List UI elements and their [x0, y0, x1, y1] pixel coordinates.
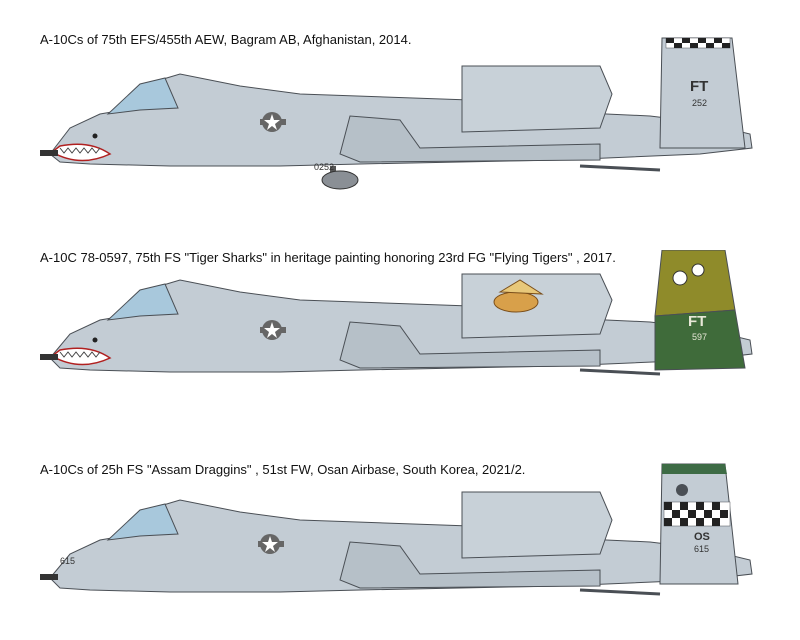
shark-mouth-art: [50, 337, 112, 366]
stores-rail: [579, 588, 661, 596]
stores-rail: [579, 368, 661, 376]
caption-aircraft-3: A-10Cs of 25h FS "Assam Draggins" , 51st…: [40, 462, 526, 477]
landing-gear: [321, 166, 359, 190]
flying-tiger-art: [493, 279, 544, 313]
national-insignia: [260, 320, 286, 340]
engine-nacelle: [461, 65, 613, 133]
tail-serial-text: 615: [694, 544, 709, 554]
caption-aircraft-1: A-10Cs of 75th EFS/455th AEW, Bagram AB,…: [40, 32, 412, 47]
gear-door-serial-text: 0252: [314, 162, 334, 172]
gatling-gun: [40, 574, 58, 580]
tail-code-text: OS: [694, 531, 710, 543]
engine-nacelle: [461, 273, 613, 339]
tail-code-text: FT: [690, 78, 708, 95]
nose-serial-text: 615: [60, 556, 75, 566]
caption-aircraft-2: A-10C 78-0597, 75th FS "Tiger Sharks" in…: [40, 250, 616, 265]
wing-pylon: [339, 541, 601, 589]
tail-fin-green: [654, 309, 746, 371]
shark-mouth-art: [50, 133, 112, 162]
canopy: [106, 503, 179, 541]
wing-pylon: [339, 115, 601, 163]
squadron-badge-icon: [691, 263, 705, 277]
engine-nacelle: [461, 491, 613, 559]
tail-green-cap: [662, 464, 727, 474]
national-insignia: [258, 534, 284, 554]
tail-checker-band: [665, 37, 731, 49]
stores-rail: [579, 164, 661, 172]
aircraft-1-drawing: FT 252 0252: [40, 37, 753, 190]
aircraft-2-drawing: FT 597: [40, 250, 753, 376]
tail-code-text: FT: [688, 313, 706, 330]
aircraft-profile-3: OS 615 615: [0, 460, 800, 620]
canopy: [106, 283, 179, 321]
national-insignia: [260, 112, 286, 132]
tail-serial-text: 597: [692, 332, 707, 342]
wing-pylon: [339, 321, 601, 369]
aircraft-profile-2: FT 597: [0, 250, 800, 385]
gatling-gun: [40, 150, 58, 156]
aircraft-profile-1: FT 252 0252: [0, 36, 800, 196]
canopy: [106, 77, 179, 115]
mustang-emblem-icon: [676, 484, 688, 496]
gatling-gun: [40, 354, 58, 360]
squadron-badge-icon: [672, 270, 688, 286]
tail-fin-olive: [654, 250, 736, 317]
tail-serial-text: 252: [692, 98, 707, 108]
tail-checker-band: [663, 501, 731, 527]
aircraft-3-drawing: OS 615 615: [40, 463, 753, 596]
